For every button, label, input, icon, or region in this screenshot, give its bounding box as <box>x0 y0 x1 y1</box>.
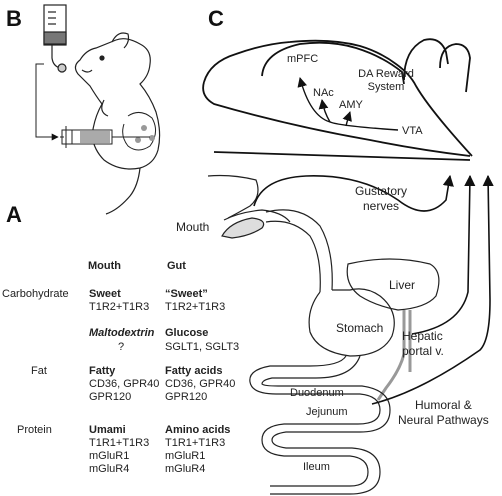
panel-label-c: C <box>208 6 224 31</box>
small-intestine <box>249 355 381 487</box>
mouth-umami-title: Umami <box>89 424 126 436</box>
panel-label-a: A <box>6 202 22 227</box>
humoral-neural-arrow <box>371 174 494 405</box>
brainstem-outline <box>439 43 471 93</box>
vta-label: VTA <box>402 125 423 137</box>
sipper-tube <box>51 45 61 69</box>
hepatic-portal-vein <box>376 310 406 401</box>
mpfc-label: mPFC <box>287 53 319 65</box>
oral-cavity <box>223 209 291 223</box>
gi-tract-illustration <box>207 174 440 495</box>
cerebellum-outline <box>403 38 449 81</box>
mouth-umami-receptor-3: mGluR4 <box>89 463 130 475</box>
mouth-umami-receptor-2: mGluR1 <box>89 450 130 462</box>
stomach-outline <box>308 288 395 357</box>
hepatic-portal-label: Hepatic portal v. <box>402 329 444 358</box>
syringe-pump <box>60 126 150 148</box>
brain-inner-contour <box>261 41 405 85</box>
rat-ear <box>111 32 130 49</box>
rat-eye <box>99 55 105 61</box>
lick-to-pump-connector <box>35 63 59 141</box>
liver-label: Liver <box>389 278 416 292</box>
amy-label: AMY <box>339 99 363 111</box>
mouth-fatty-receptor-2: GPR120 <box>89 391 132 403</box>
brain-outline <box>202 38 473 161</box>
rat-body <box>74 38 161 170</box>
gut-amino-acids-receptor-3: mGluR4 <box>165 463 206 475</box>
mouth-fatty-title: Fatty <box>89 365 116 377</box>
panel-label-b: B <box>6 6 22 31</box>
gut-sweet-receptor: T1R2+T1R3 <box>165 301 226 313</box>
mouth-umami-receptor-1: T1R1+T1R3 <box>89 437 150 449</box>
bottle-fluid <box>43 31 67 45</box>
gut-amino-acids-title: Amino acids <box>165 424 231 436</box>
row-category-fat: Fat <box>31 365 47 377</box>
ileum-label: Ileum <box>303 461 330 473</box>
gut-fatty-acids-receptor-1: CD36, GPR40 <box>165 378 236 390</box>
da-reward-system-label: DA Reward System <box>358 68 414 93</box>
esophagus-outer <box>265 209 333 291</box>
gut-fatty-acids-title: Fatty acids <box>165 365 223 377</box>
rat-illustration <box>43 4 161 215</box>
esophagus-inner <box>265 220 321 293</box>
row-category-protein: Protein <box>17 424 52 436</box>
mouth-sweet-title: Sweet <box>89 288 121 300</box>
row-category-carbohydrate: Carbohydrate <box>2 288 69 300</box>
table-header-gut: Gut <box>167 260 186 272</box>
sipper-tip <box>57 63 67 73</box>
liver-outline <box>346 258 440 311</box>
rat-tail <box>105 167 141 215</box>
rat-stomach <box>122 112 156 151</box>
mouth-anatomy-label: Mouth <box>176 220 210 234</box>
table-header-mouth: Mouth <box>88 260 121 272</box>
brain-base-line <box>213 151 471 161</box>
gut-glucose-title: Glucose <box>165 327 209 339</box>
hepatic-to-brain-arrow <box>411 174 476 335</box>
gustatory-nerves-arrow <box>253 174 454 212</box>
stomach-label: Stomach <box>336 321 384 335</box>
gut-amino-acids-receptor-1: T1R1+T1R3 <box>165 437 226 449</box>
brain-cortex-outline <box>203 39 473 157</box>
duodenum-label: Duodenum <box>290 387 344 399</box>
dopamine-pathway <box>297 77 399 131</box>
mouth-sweet-receptor: T1R2+T1R3 <box>89 301 150 313</box>
small-intestine-inner <box>261 355 391 495</box>
vta-to-mpfc-arrow <box>297 77 399 131</box>
mouth-maltodextrin-title: Maltodextrin <box>89 327 155 339</box>
gut-sweet-title: “Sweet” <box>165 288 208 300</box>
gustatory-nerves-label: Gustatory nerves <box>355 184 408 213</box>
mouth-fatty-receptor-1: CD36, GPR40 <box>89 378 160 390</box>
mouth-maltodextrin-receptor: ? <box>118 341 125 353</box>
gut-glucose-receptor: SGLT1, SGLT3 <box>165 341 240 353</box>
gut-fatty-acids-receptor-2: GPR120 <box>165 391 208 403</box>
brain-ventral-outline <box>202 81 471 157</box>
vta-to-amy-arrow <box>342 111 352 127</box>
head-outline <box>207 174 259 219</box>
vta-to-nac-arrow <box>318 99 331 123</box>
tongue <box>221 217 265 239</box>
jejunum-label: Jejunum <box>306 406 348 418</box>
gut-amino-acids-receptor-2: mGluR1 <box>165 450 206 462</box>
nac-label: NAc <box>313 87 334 99</box>
humoral-neural-label: Humoral & Neural Pathways <box>398 398 489 427</box>
